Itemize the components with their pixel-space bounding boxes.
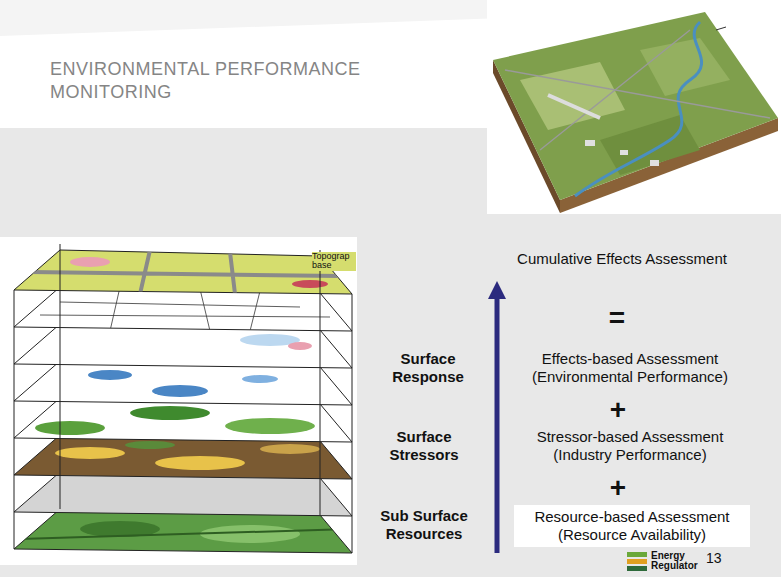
- photo-ground: [487, 0, 781, 214]
- map-layer: [14, 250, 352, 294]
- page-number: 13: [706, 550, 730, 567]
- layer-label: Topograp base: [312, 252, 356, 271]
- layer-stack: [14, 244, 352, 553]
- level-label: Sub Surface Resources: [372, 507, 476, 543]
- logo-text: Energy Regulator: [651, 551, 703, 571]
- level-label: Surface Stressors: [374, 428, 474, 464]
- slide-title: ENVIRONMENTAL PERFORMANCE MONITORING: [50, 58, 385, 103]
- assessment-box: Resource-based Assessment (Resource Avai…: [514, 505, 750, 547]
- operator-sign: +: [598, 396, 638, 424]
- assessment-label: Stressor-based Assessment (Industry Perf…: [520, 428, 740, 464]
- layer-guides: [14, 244, 352, 553]
- upward-arrow: [488, 281, 506, 553]
- logo-icon: [627, 552, 647, 571]
- assessment-label: Effects-based Assessment (Environmental …: [520, 350, 740, 386]
- level-label: Surface Response: [378, 350, 478, 386]
- operator-sign: =: [597, 304, 637, 332]
- layer-panel: [0, 237, 357, 565]
- terrain-block: [493, 12, 778, 213]
- result-label: Cumulative Effects Assessment: [487, 250, 757, 268]
- box-text: Resource-based Assessment (Resource Avai…: [522, 508, 742, 544]
- operator-sign: +: [598, 474, 638, 502]
